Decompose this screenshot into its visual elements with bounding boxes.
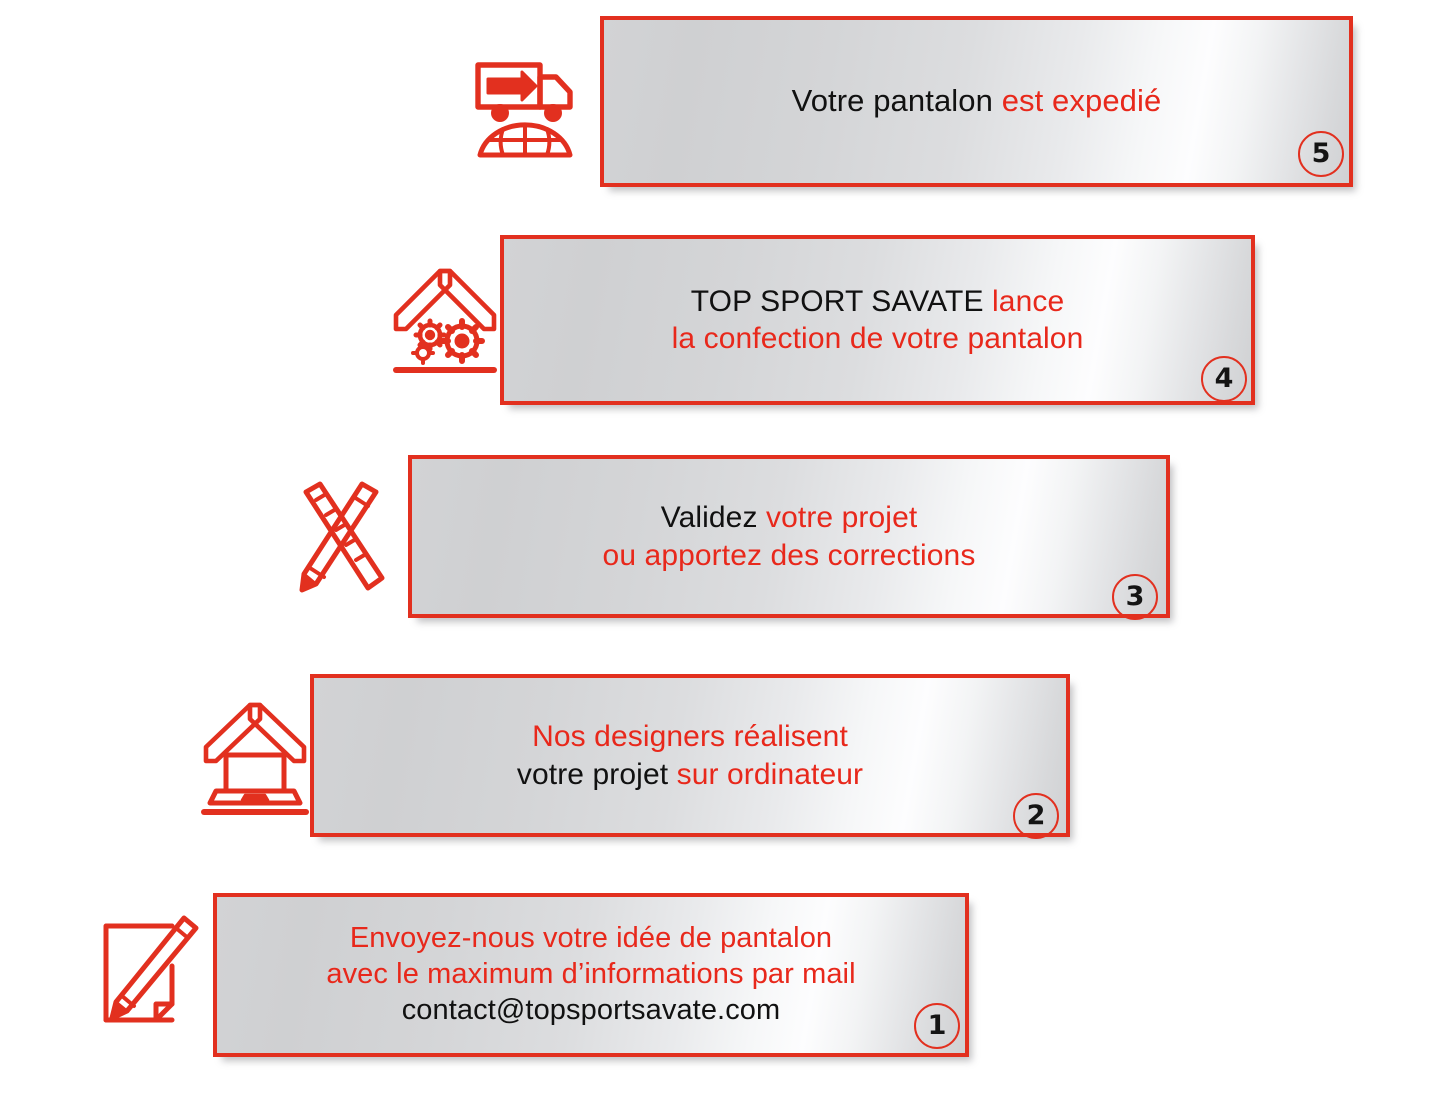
text-segment: lance <box>992 284 1065 318</box>
delivery-truck-globe-icon <box>470 45 580 163</box>
step-number-badge: 5 <box>1298 131 1344 177</box>
step-number-label: 4 <box>1214 362 1234 394</box>
text-segment: TOP SPORT SAVATE <box>690 284 993 318</box>
step-number-label: 5 <box>1311 137 1331 169</box>
step-1-line-3: contact@topsportsavate.com <box>402 993 781 1029</box>
document-pencil-icon <box>96 914 206 1032</box>
step-number-badge: 2 <box>1013 793 1059 839</box>
text-segment: contact@topsportsavate.com <box>401 993 781 1026</box>
step-4-line-2: la confection de votre pantalon <box>672 320 1084 357</box>
step-1-line-2: avec le maximum d’informations par mail <box>326 957 855 993</box>
text-segment: avec le maximum d’informations par mail <box>326 958 856 991</box>
step-number-label: 3 <box>1125 580 1145 612</box>
text-segment: Validez <box>660 501 767 535</box>
text-segment: Votre pantalon <box>791 83 1002 119</box>
text-segment: votre projet <box>766 501 918 535</box>
step-number-label: 2 <box>1026 799 1046 831</box>
step-2-line-1: Nos designers réalisent <box>532 718 848 755</box>
ruler-pencil-cross-icon <box>286 478 396 596</box>
step-number-badge: 1 <box>914 1003 960 1049</box>
step-number-label: 1 <box>927 1009 947 1041</box>
step-2-line-2: votre projet sur ordinateur <box>517 756 863 793</box>
text-segment: ou apportez des corrections <box>602 538 976 572</box>
text-segment: sur ordinateur <box>676 757 864 791</box>
roof-laptop-icon <box>200 699 310 817</box>
step-number-badge: 4 <box>1201 356 1247 402</box>
step-panel-5[interactable]: Votre pantalon est expedié 5 <box>600 16 1353 187</box>
step-4-line-1: TOP SPORT SAVATE lance <box>691 283 1064 320</box>
text-segment: votre projet <box>516 757 677 791</box>
step-number-badge: 3 <box>1112 574 1158 620</box>
text-segment: la confection de votre pantalon <box>671 322 1084 355</box>
step-3-line-2: ou apportez des corrections <box>603 537 976 574</box>
roof-gears-icon <box>390 259 500 377</box>
step-text-block: Votre pantalon est expedié <box>604 20 1349 183</box>
text-segment: Envoyez-nous votre idée de pantalon <box>349 922 833 955</box>
step-5-line-1: Votre pantalon est expedié <box>792 82 1162 120</box>
text-segment: Nos designers réalisent <box>532 720 848 754</box>
step-3-line-1: Validez votre projet <box>661 499 918 536</box>
step-1-line-1: Envoyez-nous votre idée de pantalon <box>350 921 832 957</box>
text-segment: est expedié <box>1001 83 1162 119</box>
